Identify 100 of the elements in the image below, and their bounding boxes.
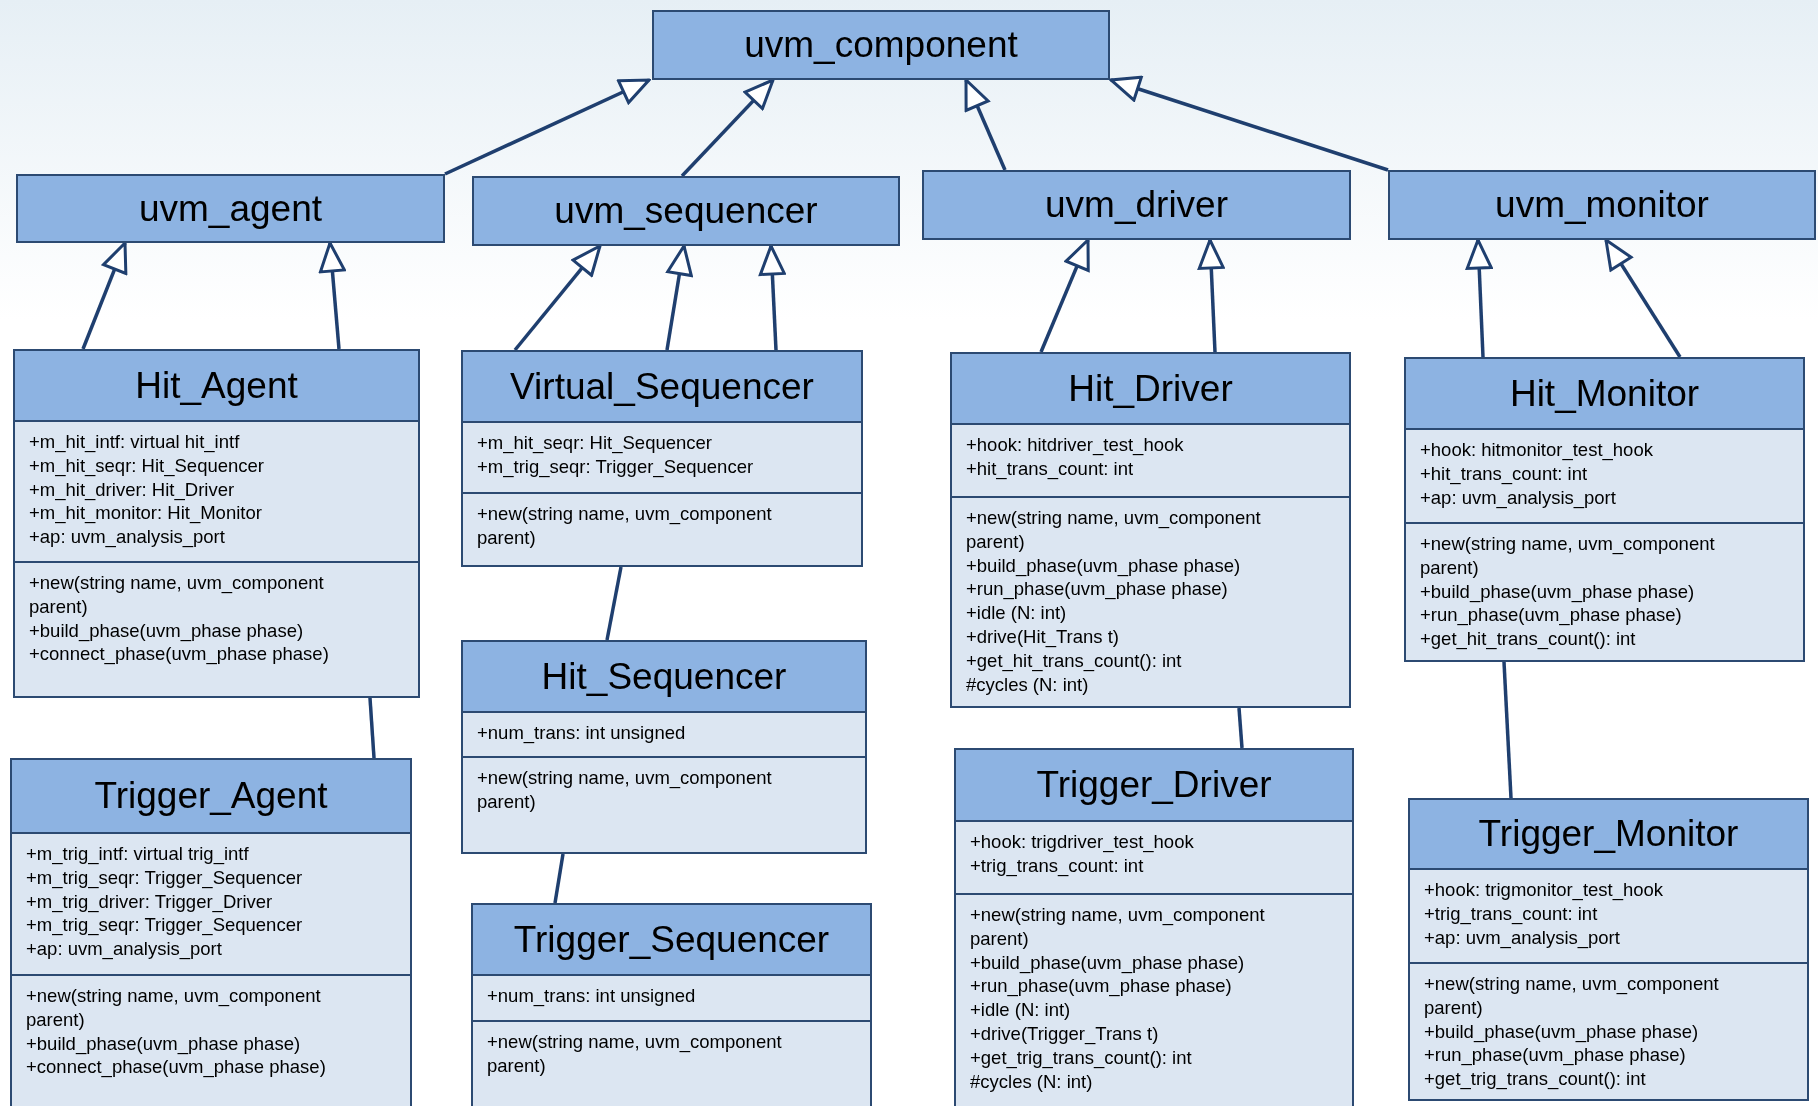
attribute-text: +hook: trigdriver_test_hook [970, 830, 1195, 854]
class-box [461, 350, 863, 567]
inheritance-arrow [318, 241, 346, 350]
connector-line [1237, 707, 1244, 749]
method-text: #cycles (N: int) [970, 1069, 1094, 1094]
attribute-text: +num_trans: int unsigned [487, 984, 697, 1008]
attribute-text: +m_trig_seqr: Trigger_Sequencer [26, 865, 304, 890]
method-text: +idle (N: int) [966, 601, 1068, 625]
method-text: +run_phase(uvm_phase phase) [966, 577, 1229, 602]
method-text: +run_phase(uvm_phase phase) [1424, 1043, 1687, 1068]
method-text: +get_hit_trans_count(): int [966, 648, 1183, 673]
class-box [13, 349, 420, 698]
method-text: +build_phase(uvm_phase phase) [29, 618, 305, 643]
method-text: +new(string name, uvm_component parent) [487, 1030, 783, 1078]
inheritance-arrow [665, 244, 693, 351]
inheritance-arrow [1109, 75, 1389, 172]
method-text: +build_phase(uvm_phase phase) [1424, 1019, 1700, 1044]
class-box [472, 176, 900, 246]
class-box [16, 174, 445, 243]
attribute-text: +trig_trans_count: int [970, 853, 1145, 878]
class-name: Hit_Sequencer [541, 655, 787, 698]
method-text: +new(string name, uvm_component parent) [477, 502, 773, 550]
method-text: +new(string name, uvm_component parent) [1424, 972, 1720, 1020]
inheritance-arrow [680, 78, 775, 178]
class-name: uvm_monitor [1495, 184, 1709, 226]
attribute-text: +m_trig_seqr: Trigger_Sequencer [477, 454, 755, 479]
class-name: Trigger_Monitor [1478, 813, 1739, 855]
inheritance-arrow [1197, 238, 1225, 353]
class-header [1410, 800, 1807, 870]
class-name: Trigger_Agent [94, 775, 328, 817]
connector-line [368, 697, 376, 759]
method-text: +build_phase(uvm_phase phase) [26, 1031, 302, 1056]
attribute-text: +m_hit_intf: virtual hit_intf [29, 430, 241, 454]
class-header [463, 642, 865, 713]
attribute-text: +ap: uvm_analysis_port [1420, 485, 1617, 510]
class-name: uvm_driver [1045, 184, 1228, 226]
attribute-text: +hook: hitmonitor_test_hook [1420, 438, 1654, 462]
method-text: +build_phase(uvm_phase phase) [966, 553, 1242, 578]
method-text: +connect_phase(uvm_phase phase) [29, 642, 330, 667]
inheritance-arrow [444, 78, 651, 176]
class-box [471, 903, 872, 1106]
inheritance-arrow [81, 241, 128, 350]
connector-line [605, 566, 623, 641]
class-header [473, 905, 870, 976]
class-name: Hit_Agent [135, 364, 298, 407]
class-box [922, 170, 1351, 240]
attribute-text: +m_trig_seqr: Trigger_Sequencer [26, 913, 304, 938]
attribute-text: +m_trig_driver: Trigger_Driver [26, 889, 274, 914]
method-text: +get_hit_trans_count(): int [1420, 627, 1637, 651]
attribute-text: +num_trans: int unsigned [477, 721, 687, 745]
class-name: uvm_sequencer [554, 190, 818, 232]
class-name: Hit_Driver [1068, 367, 1233, 410]
inheritance-arrow [1604, 238, 1682, 358]
class-box [950, 352, 1351, 708]
class-name: Virtual_Sequencer [510, 365, 814, 408]
method-text: +idle (N: int) [970, 998, 1072, 1022]
attribute-text: +m_hit_driver: Hit_Driver [29, 477, 236, 502]
method-text: +build_phase(uvm_phase phase) [1420, 579, 1696, 604]
connector-line [1502, 661, 1513, 799]
method-text: +new(string name, uvm_component parent) [1420, 532, 1716, 580]
attribute-text: +ap: uvm_analysis_port [29, 525, 226, 549]
method-text: +new(string name, uvm_component parent) [966, 506, 1262, 554]
method-text: +build_phase(uvm_phase phase) [970, 950, 1246, 975]
attribute-text: +trig_trans_count: int [1424, 901, 1599, 926]
class-header [15, 351, 418, 422]
method-text: +drive(Trigger_Trans t) [970, 1022, 1160, 1046]
connector-line [553, 853, 565, 904]
inheritance-arrow [1039, 238, 1090, 353]
method-text: +run_phase(uvm_phase phase) [1420, 603, 1683, 628]
inheritance-arrow [758, 244, 786, 351]
inheritance-arrow [1465, 238, 1493, 358]
method-text: #cycles (N: int) [966, 672, 1090, 697]
class-box [954, 748, 1354, 1106]
attribute-text: +ap: uvm_analysis_port [26, 937, 223, 961]
attribute-text: +hit_trans_count: int [1420, 461, 1589, 486]
class-header [952, 354, 1349, 425]
method-text: +new(string name, uvm_component parent) [29, 571, 325, 619]
class-header [1406, 359, 1803, 430]
class-name: Hit_Monitor [1509, 372, 1700, 415]
attribute-text: +hook: trigmonitor_test_hook [1424, 878, 1665, 902]
attribute-text: +hit_trans_count: int [966, 456, 1135, 481]
attribute-text: +m_hit_seqr: Hit_Sequencer [477, 431, 713, 455]
attribute-text: +ap: uvm_analysis_port [1424, 925, 1621, 950]
class-header [956, 750, 1352, 822]
method-text: +new(string name, uvm_component parent) [477, 766, 773, 814]
class-box [1408, 798, 1809, 1101]
attribute-text: +hook: hitdriver_test_hook [966, 433, 1185, 457]
class-name: uvm_component [744, 24, 1018, 66]
attribute-text: +m_hit_seqr: Hit_Sequencer [29, 453, 265, 478]
class-box [1404, 357, 1805, 662]
inheritance-arrow [964, 78, 1007, 171]
class-box [461, 640, 867, 854]
attribute-text: +m_trig_intf: virtual trig_intf [26, 842, 250, 866]
class-box [10, 758, 412, 1106]
attribute-text: +m_hit_monitor: Hit_Monitor [29, 501, 263, 526]
class-name: Trigger_Driver [1036, 764, 1272, 806]
method-text: +run_phase(uvm_phase phase) [970, 974, 1233, 999]
method-text: +get_trig_trans_count(): int [970, 1045, 1193, 1070]
class-header [12, 760, 410, 834]
method-text: +new(string name, uvm_component parent) [26, 984, 322, 1032]
